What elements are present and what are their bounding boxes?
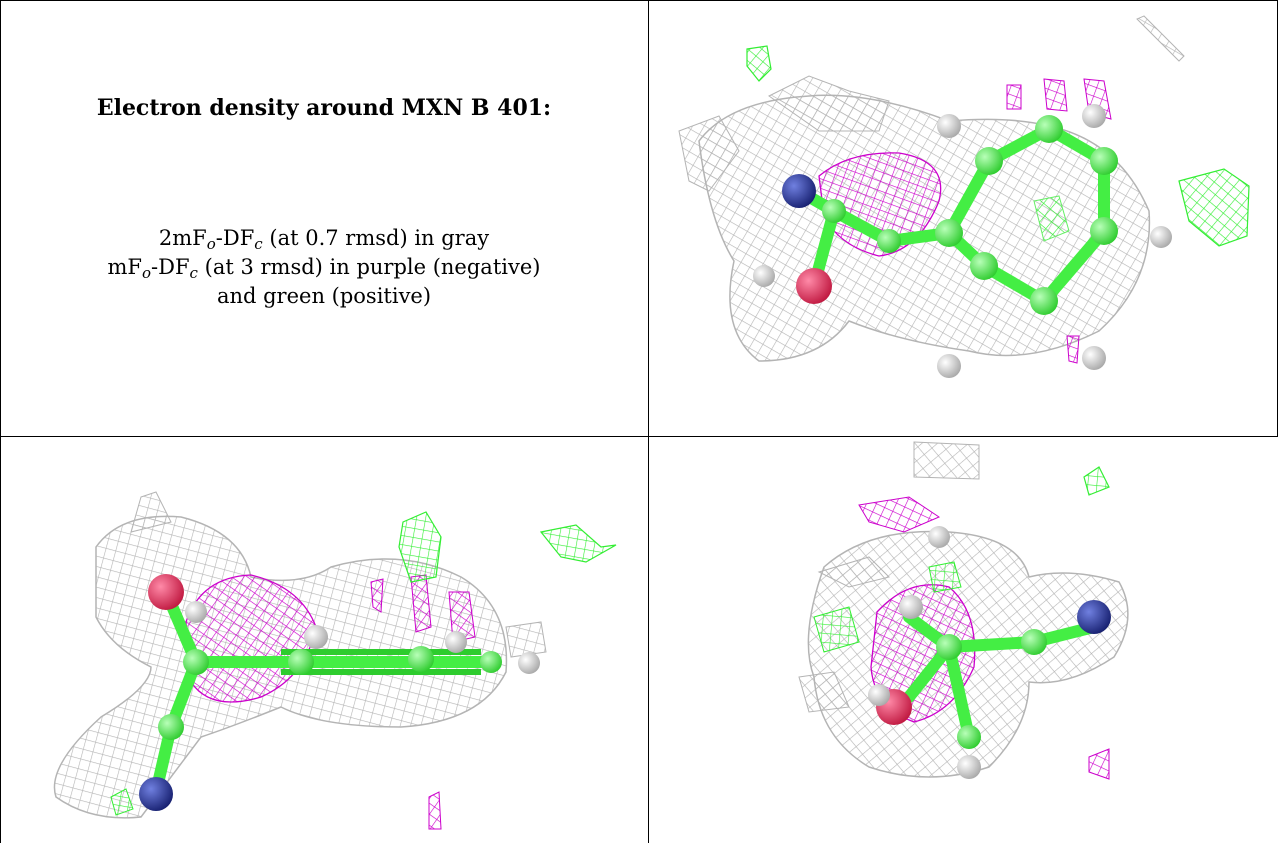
caption-line-positive: and green (positive) <box>216 284 432 308</box>
density-render-bottom-right <box>798 441 1129 780</box>
border-mid <box>0 436 1278 437</box>
line2-sub-o: o <box>142 264 152 282</box>
line1-pre: 2mF <box>158 226 207 250</box>
border-top <box>0 0 1278 1</box>
caption-title: Electron density around MXN B 401: <box>96 95 552 121</box>
density-render-top-right <box>678 15 1250 378</box>
line2-sub-c: c <box>189 264 198 282</box>
line2-pre: mF <box>107 255 142 279</box>
border-left <box>0 0 1 843</box>
line1-sub-o: o <box>206 235 216 253</box>
line1-post: (at 0.7 rmsd) in gray <box>262 226 490 250</box>
line2-post: (at 3 rmsd) in purple (negative) <box>197 255 541 279</box>
line1-sub-c: c <box>254 235 263 253</box>
caption-line-fofc: mFo-DFc (at 3 rmsd) in purple (negative) <box>0 253 648 282</box>
density-render-bottom-left <box>53 491 617 830</box>
view-bottom-right <box>649 437 1277 843</box>
caption-description: 2mFo-DFc (at 0.7 rmsd) in gray mFo-DFc (… <box>0 224 648 311</box>
line2-mid: -DF <box>151 255 190 279</box>
view-bottom-left <box>1 437 648 843</box>
caption-cell: Electron density around MXN B 401: 2mFo-… <box>0 0 648 436</box>
caption-line-2fofc: 2mFo-DFc (at 0.7 rmsd) in gray <box>0 224 648 253</box>
line1-mid: -DF <box>215 226 255 250</box>
border-middle <box>648 0 649 843</box>
view-top-right <box>649 1 1277 436</box>
